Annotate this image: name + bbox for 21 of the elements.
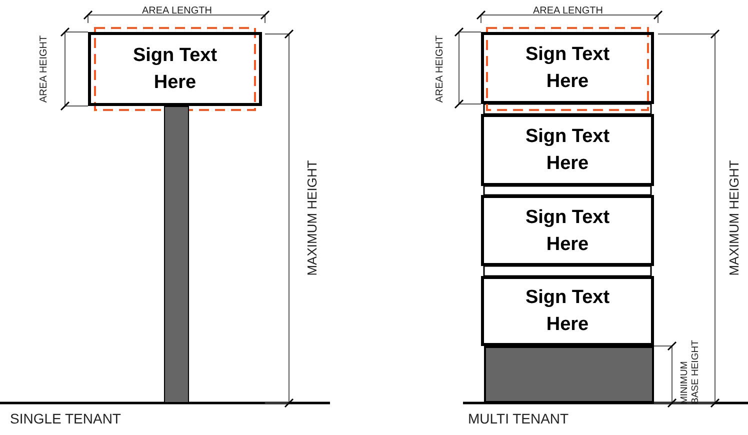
sign-text: Sign Text Here xyxy=(524,125,611,176)
sign-text: Sign Text Here xyxy=(524,43,611,94)
sign-panel xyxy=(481,114,654,186)
sign-panel xyxy=(481,195,654,266)
sign-text: Sign Text Here xyxy=(524,206,611,256)
dimension-label: MAXIMUM HEIGHT xyxy=(725,160,742,276)
sign-text: Sign Text Here xyxy=(132,44,218,95)
sign-pole xyxy=(164,106,189,403)
sign-panel xyxy=(88,32,262,106)
dimension-label: MINIMUM BASE HEIGHT xyxy=(679,340,701,404)
dimension-label: MULTI TENANT xyxy=(468,410,569,428)
dimension-label: AREA HEIGHT xyxy=(38,35,50,103)
dimension-label: AREA LENGTH xyxy=(532,4,604,18)
sign-panel xyxy=(481,32,654,104)
dimension-label: AREA LENGTH xyxy=(142,4,212,18)
dimension-label: SINGLE TENANT xyxy=(10,410,121,428)
sign-base xyxy=(484,346,654,403)
dimension-label: MAXIMUM HEIGHT xyxy=(303,160,320,276)
sign-text: Sign Text Here xyxy=(524,286,611,337)
dimension-label: AREA HEIGHT xyxy=(434,35,446,103)
sign-panel xyxy=(481,276,654,346)
